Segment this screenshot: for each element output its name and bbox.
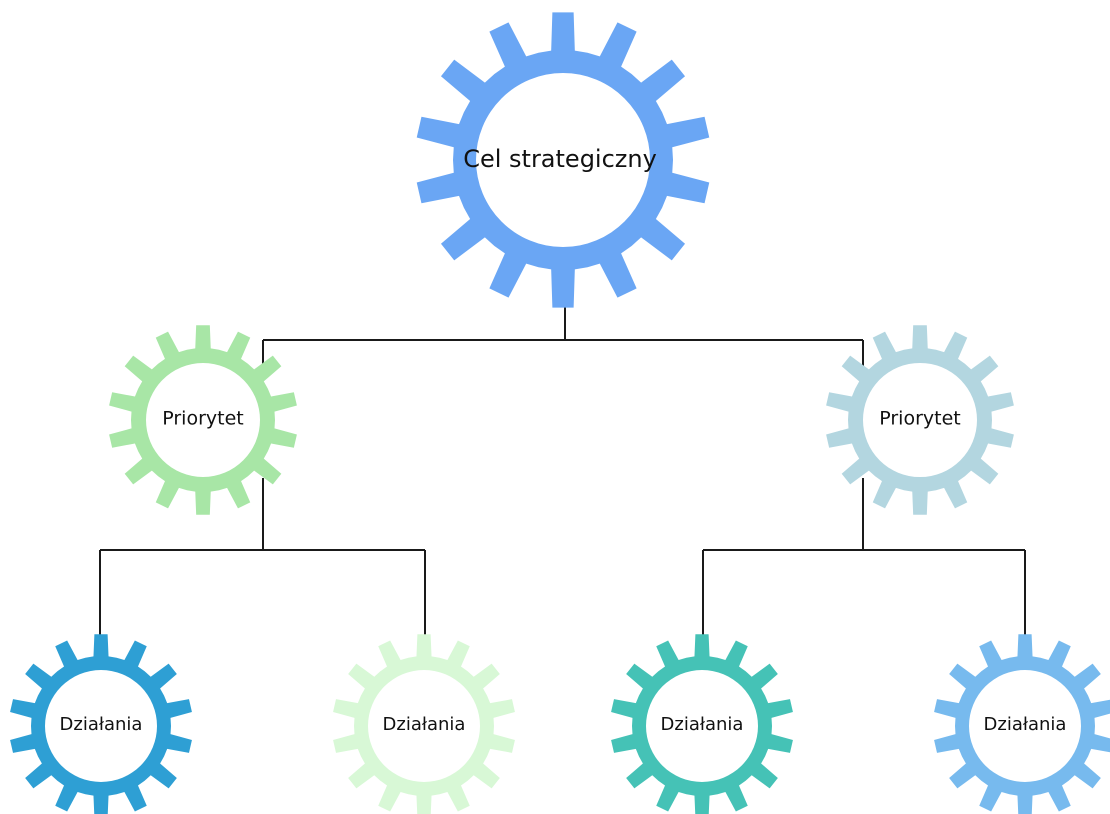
gear-action-2: Działania xyxy=(333,634,515,814)
gear-priority-2: Priorytet xyxy=(826,325,1014,515)
gear-action-1-label: Działania xyxy=(60,714,143,735)
gear-action-3: Działania xyxy=(611,634,793,814)
gear-action-1: Działania xyxy=(10,634,192,814)
gear-priority-1: Priorytet xyxy=(109,325,297,515)
gear-action-4: Działania xyxy=(934,634,1110,814)
gear-action-1-shape xyxy=(10,634,192,814)
connector-priority-1-to-actions xyxy=(99,478,426,637)
connector-lines xyxy=(99,292,1026,637)
connector-root-to-priorities xyxy=(262,292,864,367)
gear-action-2-shape xyxy=(333,634,515,814)
gear-action-3-label: Działania xyxy=(661,714,744,735)
gear-priority-2-label: Priorytet xyxy=(879,408,960,430)
gear-priority-1-shape xyxy=(109,325,297,515)
gear-priority-1-label: Priorytet xyxy=(162,408,243,430)
gear-action-4-shape xyxy=(934,634,1110,814)
gear-action-4-label: Działania xyxy=(984,714,1067,735)
connector-priority-2-to-actions xyxy=(702,478,1026,637)
gear-action-2-label: Działania xyxy=(383,714,466,735)
gear-root: Cel strategiczny xyxy=(416,12,710,308)
gear-action-3-shape xyxy=(611,634,793,814)
gear-root-label: Cel strategiczny xyxy=(463,145,657,173)
gear-priority-2-shape xyxy=(826,325,1014,515)
gear-root-shape xyxy=(416,12,710,308)
